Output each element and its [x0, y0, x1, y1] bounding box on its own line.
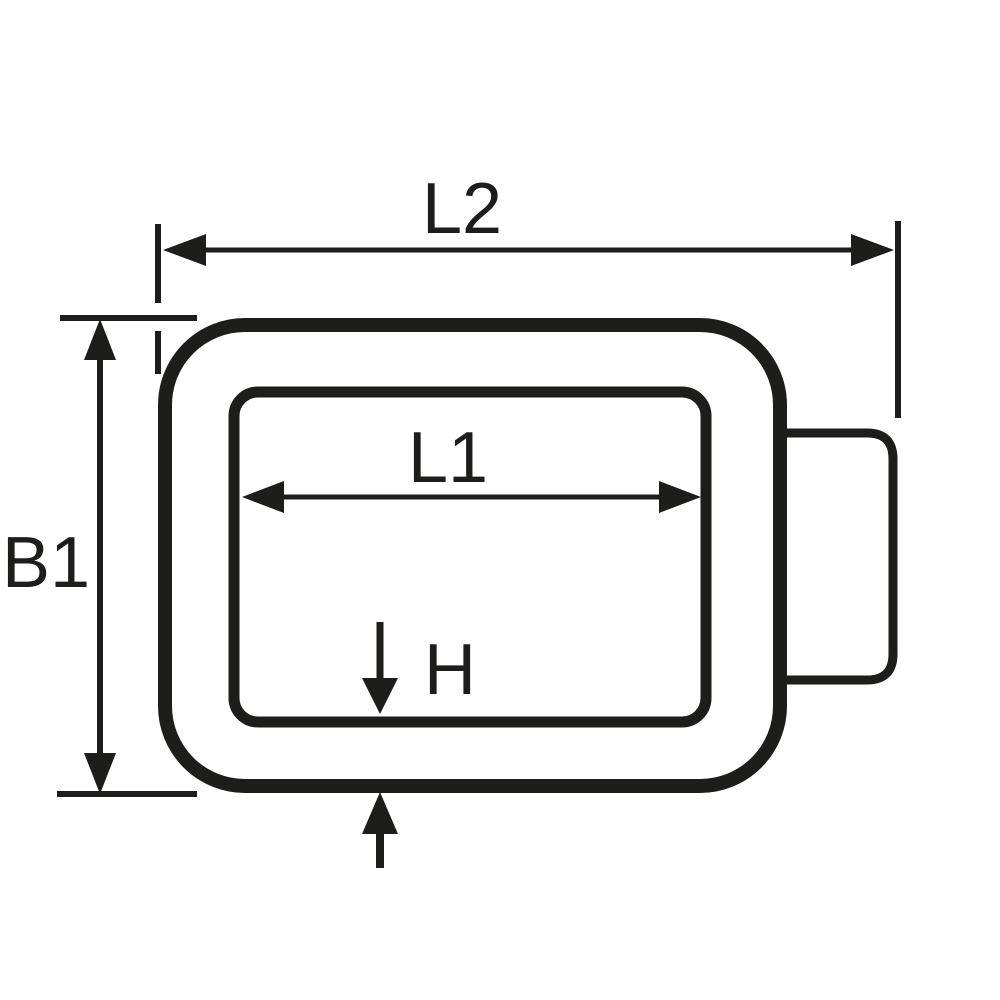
dimension-b1: B1 [2, 315, 197, 797]
ring-outer-outline [158, 318, 787, 793]
part-outlines [158, 318, 898, 793]
dimension-l1: L1 [242, 418, 701, 513]
b1-arrowhead-down [84, 753, 116, 794]
dimension-h: H [362, 622, 476, 868]
l1-arrowhead-right [659, 481, 701, 513]
ring-inner-opening-outline [228, 386, 712, 728]
side-tab-outline [782, 428, 898, 685]
dimension-label-l1: L1 [408, 418, 488, 498]
h-arrowhead-up [362, 792, 398, 834]
dimension-label-l2: L2 [422, 169, 502, 249]
l1-arrowhead-left [242, 481, 284, 513]
dimension-l2: L2 [155, 169, 901, 418]
dimension-label-b1: B1 [2, 523, 90, 603]
dimension-label-h: H [424, 630, 476, 710]
b1-arrowhead-up [84, 319, 116, 360]
l2-arrowhead-left [163, 234, 206, 266]
l2-arrowhead-right [851, 234, 894, 266]
h-arrowhead-down [362, 678, 398, 714]
